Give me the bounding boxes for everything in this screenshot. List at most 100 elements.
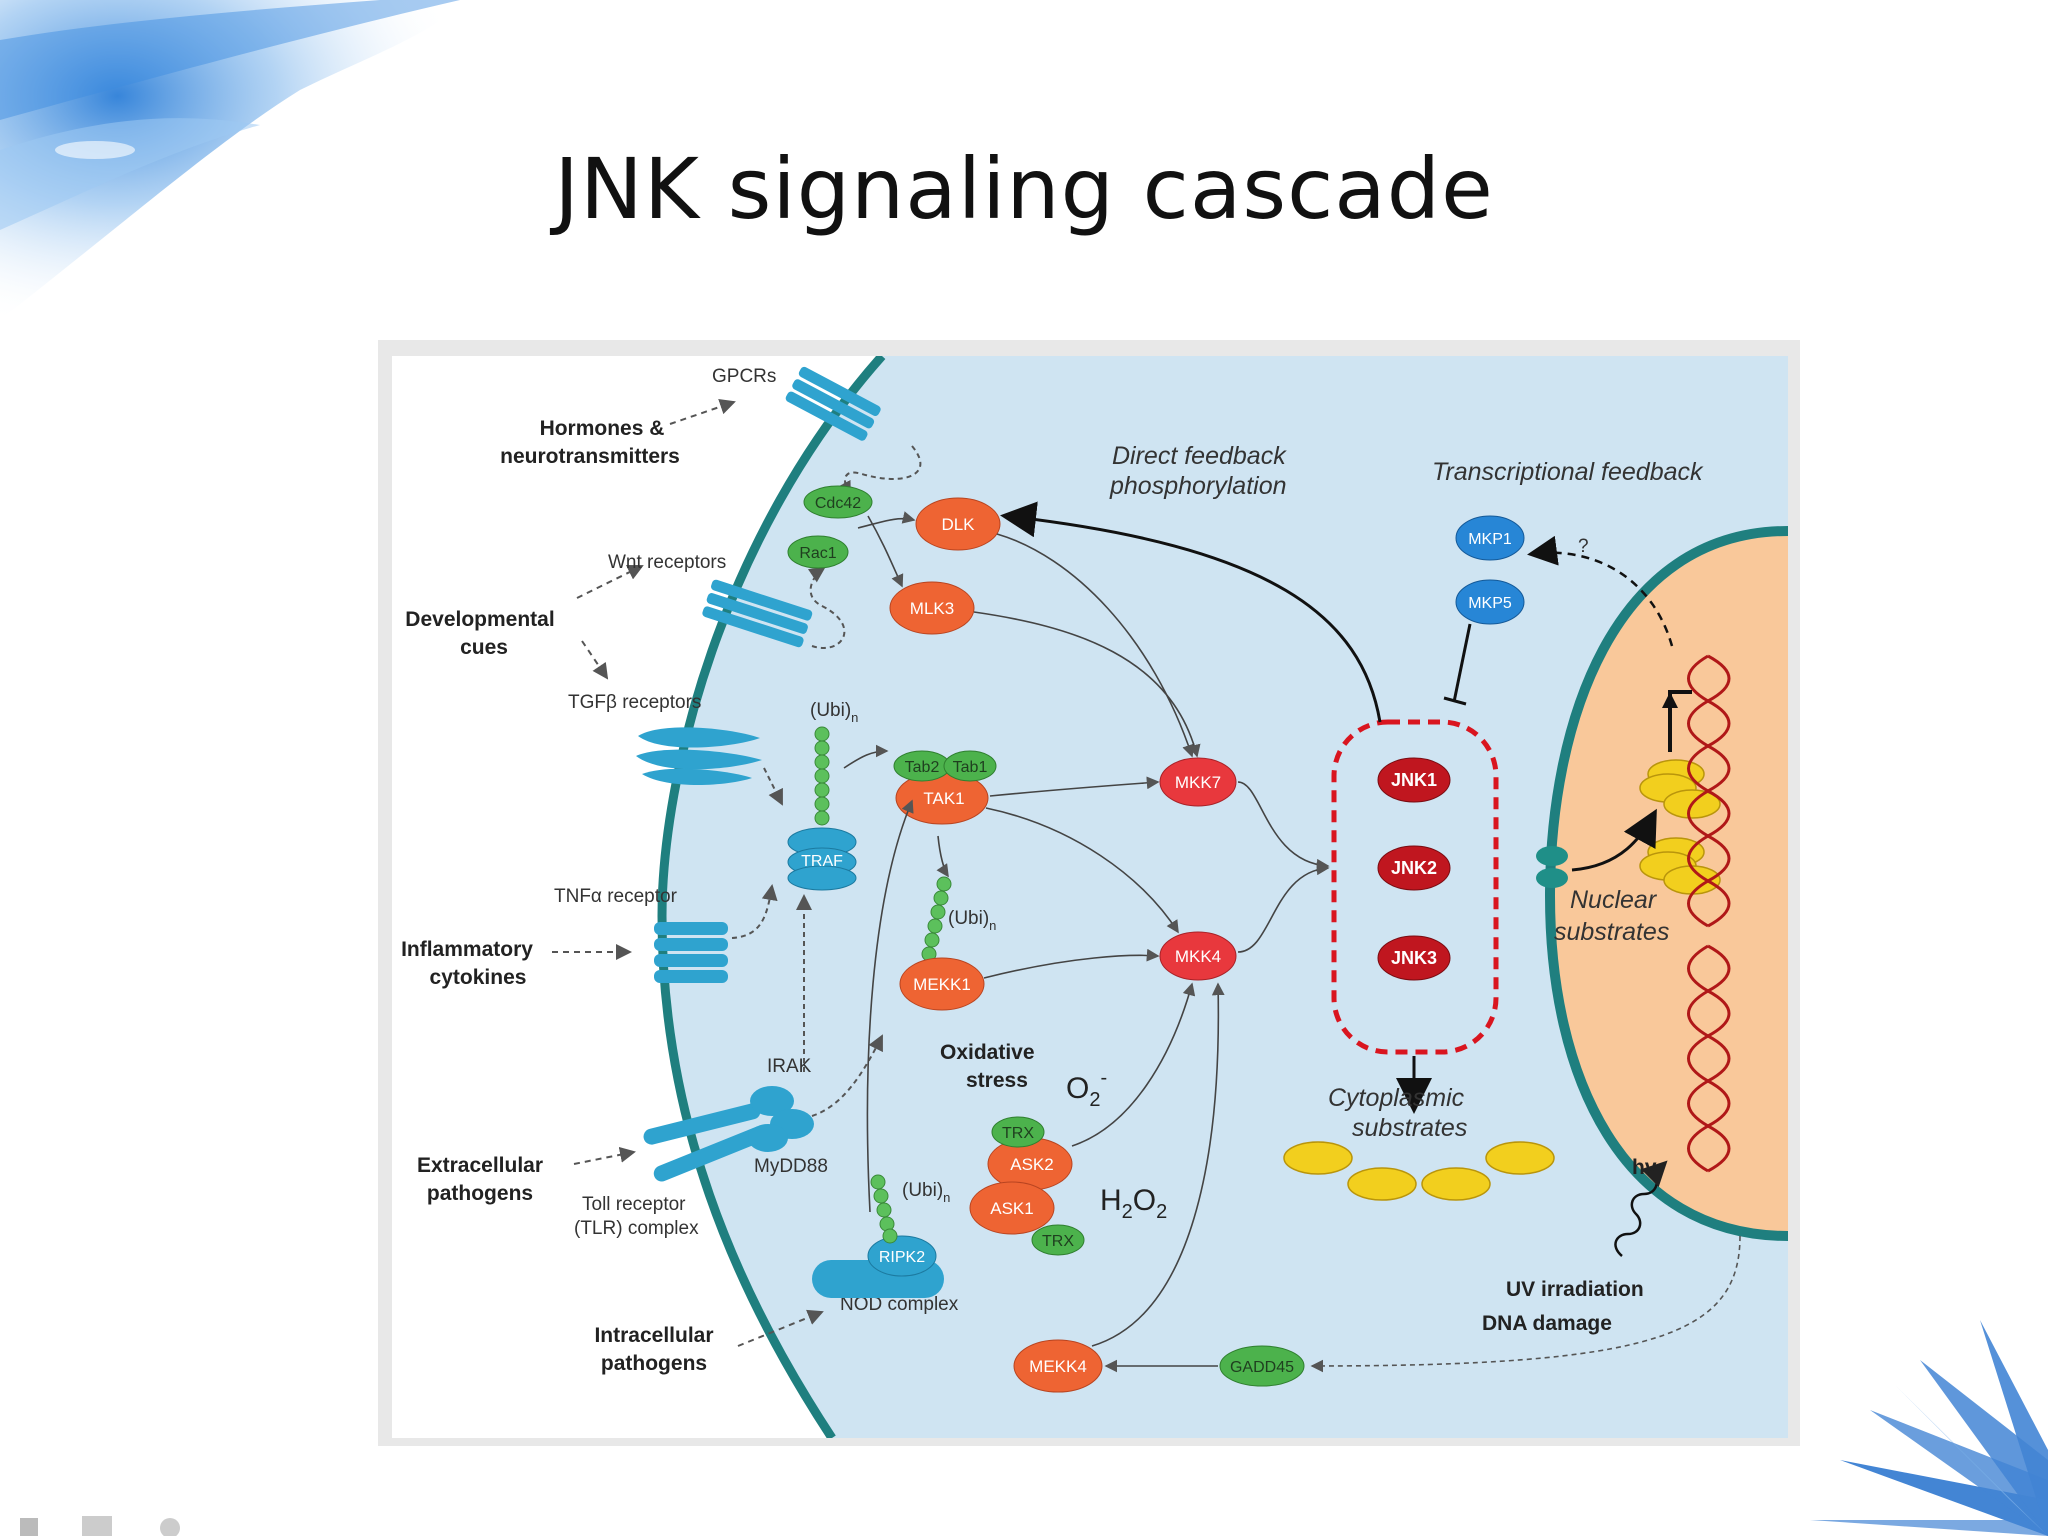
node-tab2: Tab2 [905, 759, 940, 776]
node-rac1: Rac1 [799, 545, 836, 562]
plasma-membrane [657, 356, 886, 1438]
label-hormones: Hormones & [540, 417, 665, 440]
ask1 [969, 1181, 1055, 1235]
label-direct-feedback-2: phosphorylation [1109, 472, 1287, 500]
node-mekk1: MEKK1 [913, 975, 971, 994]
node-ask1: ASK1 [990, 1199, 1033, 1218]
nod-complex [812, 1235, 944, 1298]
label-nuclear-substrates-2: substrates [1554, 918, 1669, 946]
nuclear-pore [1536, 846, 1568, 888]
wnt-to-rac1 [807, 566, 846, 649]
node-mekk4: MEKK4 [1029, 1357, 1087, 1376]
traf [787, 827, 857, 891]
tnfa-to-traf [731, 884, 778, 939]
trx-bottom [1031, 1224, 1085, 1256]
node-trx-bottom: TRX [1042, 1233, 1074, 1250]
decorative-footer-icons [20, 1516, 180, 1536]
node-mlk3: MLK3 [910, 599, 954, 618]
mkk7 [1159, 757, 1237, 807]
decorative-burst-bottom-right [1810, 1320, 2048, 1536]
label-extracellular-pathogens-2: pathogens [427, 1182, 533, 1205]
dna-helix-upper [1687, 654, 1731, 928]
label-wnt-receptors: Wnt receptors [608, 552, 726, 573]
mekk1 [899, 957, 985, 1011]
node-ripk2: RIPK2 [879, 1249, 925, 1266]
label-uv-irradiation: UV irradiation [1506, 1278, 1644, 1301]
label-inflammatory: Inflammatory [401, 938, 533, 961]
jnk3 [1377, 935, 1451, 981]
label-superoxide: O2- [1066, 1067, 1107, 1111]
uv-wave-arrow [1614, 1160, 1668, 1257]
mekk4 [1013, 1339, 1103, 1393]
label-inflammatory-2: cytokines [430, 966, 527, 989]
node-mkp1: MKP1 [1468, 531, 1512, 548]
jnk2 [1377, 845, 1451, 891]
node-gadd45: GADD45 [1230, 1359, 1294, 1376]
label-hormones-2: neurotransmitters [500, 445, 680, 468]
label-intracellular-pathogens-2: pathogens [601, 1352, 707, 1375]
label-hv: hv [1632, 1156, 1657, 1179]
direct-feedback-arrow [1000, 501, 1382, 723]
toll-receptor-complex [643, 1086, 814, 1182]
label-tnfa-receptor: TNFα receptor [554, 886, 678, 907]
dna-damage-to-gadd45 [1310, 1235, 1741, 1373]
pathway-diagram: Hormones & neurotransmitters Development… [401, 356, 1788, 1438]
label-tgfb-receptors: TGFβ receptors [568, 692, 701, 713]
cdc42 [803, 485, 873, 519]
label-toll-receptor-2: (TLR) complex [574, 1218, 699, 1239]
ubiquitin-chain-traf [814, 726, 830, 826]
label-ubi-mekk1: (Ubi)n [948, 908, 996, 933]
label-ubi-ripk2: (Ubi)n [902, 1180, 950, 1205]
mkp1 [1455, 515, 1525, 561]
label-gpcrs: GPCRs [712, 366, 776, 387]
label-intracellular-pathogens: Intracellular [594, 1324, 713, 1347]
mkp5-inhibition-bar [1443, 696, 1467, 706]
jnk-pathway-figure: Hormones & neurotransmitters Development… [392, 356, 1788, 1438]
node-mkk7: MKK7 [1175, 773, 1221, 792]
node-ask2: ASK2 [1010, 1155, 1053, 1174]
label-nuclear-substrates: Nuclear [1570, 886, 1658, 914]
label-ubi-traf: (Ubi)n [810, 700, 858, 725]
jnk-to-nuclear-substrates-arrow [1571, 808, 1657, 872]
myd88-to-mekk1 [811, 1034, 883, 1117]
node-tab1: Tab1 [953, 759, 988, 776]
node-mkk4: MKK4 [1175, 947, 1221, 966]
label-developmental: Developmental [405, 608, 554, 631]
label-cytoplasmic-substrates-2: substrates [1352, 1114, 1467, 1142]
transcriptional-feedback-arrow [1527, 535, 1674, 647]
node-jnk1: JNK1 [1391, 770, 1437, 790]
label-nod-complex: NOD complex [840, 1294, 959, 1315]
gpcr-to-cdc42 [836, 445, 922, 498]
ubiquitin-chain-ripk2 [870, 1174, 898, 1244]
label-oxidative: Oxidative [940, 1041, 1035, 1064]
tab1 [943, 750, 997, 782]
trx-top [991, 1116, 1045, 1148]
node-cdc42: Cdc42 [815, 495, 861, 512]
mkp5-inhibition-line [1452, 623, 1472, 703]
rac1 [787, 535, 849, 569]
label-dna-damage: DNA damage [1482, 1312, 1612, 1335]
node-traf: TRAF [801, 853, 843, 870]
mlk3 [889, 581, 975, 635]
cytoplasmic-substrate-shapes [1283, 1141, 1555, 1201]
gadd45 [1219, 1345, 1305, 1387]
node-mkp5: MKP5 [1468, 595, 1512, 612]
label-toll-receptor: Toll receptor [582, 1194, 686, 1215]
label-direct-feedback: Direct feedback [1112, 442, 1287, 470]
tnfa-receptor [654, 922, 728, 983]
label-question-mark: ? [1578, 536, 1589, 557]
label-transcriptional-feedback: Transcriptional feedback [1432, 458, 1704, 486]
dlk [915, 497, 1001, 551]
node-jnk2: JNK2 [1391, 858, 1437, 878]
label-irak: IRAK [767, 1056, 812, 1077]
label-myd88: MyDD88 [754, 1156, 828, 1177]
label-oxidative-2: stress [966, 1069, 1028, 1092]
decorative-streaks-top-left [0, 0, 470, 320]
wnt-receptor [702, 579, 813, 648]
node-dlk: DLK [941, 515, 975, 534]
node-tak1: TAK1 [923, 789, 964, 808]
tgfb-to-traf [763, 767, 783, 806]
stimulus-arrows [552, 398, 824, 1347]
slide-title: JNK signaling cascade [554, 140, 1494, 238]
mkp5 [1455, 579, 1525, 625]
